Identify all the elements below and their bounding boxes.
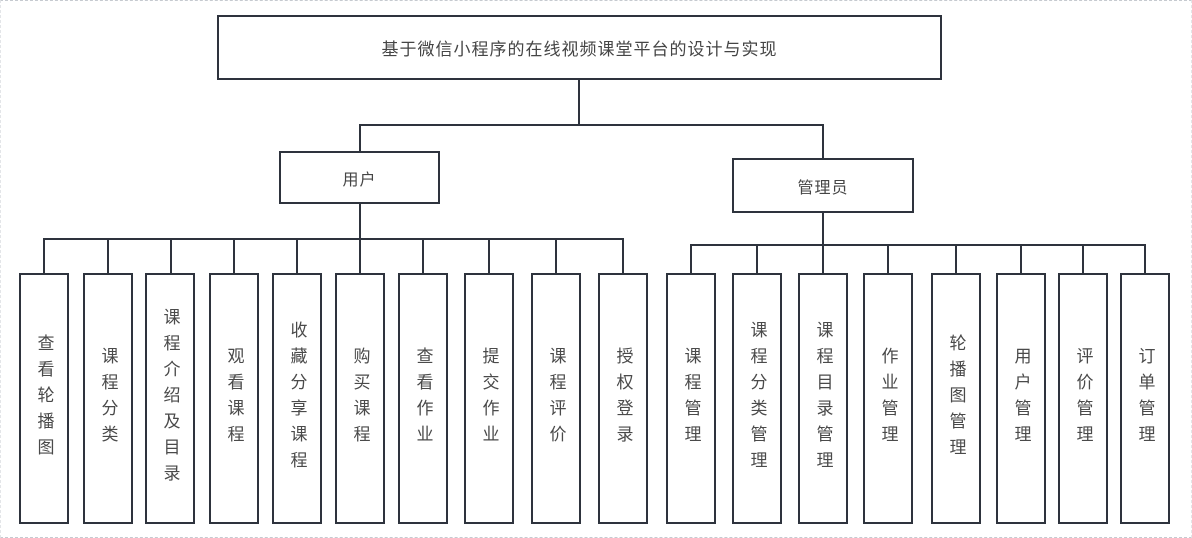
user-branch-label: 用户 [342, 171, 377, 189]
leaf-connector [107, 238, 109, 273]
leaf-connector [422, 238, 424, 273]
node-label: 用户管理 [1011, 346, 1031, 451]
connector-admin-top-stub [822, 124, 824, 158]
leaf-connector [170, 238, 172, 273]
node-course-review: 课程评价 [531, 273, 581, 524]
leaf-connector [1082, 244, 1084, 273]
connector-root-stub [578, 80, 580, 124]
node-course-management: 课程管理 [666, 273, 716, 524]
node-authorized-login: 授权登录 [598, 273, 648, 524]
node-label: 课程介绍及目录 [160, 307, 180, 490]
node-view-carousel: 查看轮播图 [19, 273, 69, 524]
node-carousel-management: 轮播图管理 [931, 273, 981, 524]
connector-user-bus [43, 238, 624, 240]
node-purchase-course: 购买课程 [335, 273, 385, 524]
node-label: 观看课程 [224, 346, 244, 451]
leaf-connector [887, 244, 889, 273]
node-label: 订单管理 [1135, 346, 1155, 451]
leaf-connector [233, 238, 235, 273]
node-label: 授权登录 [613, 346, 633, 451]
node-label: 评价管理 [1073, 346, 1093, 451]
root-title-label: 基于微信小程序的在线视频课堂平台的设计与实现 [381, 40, 778, 59]
node-label: 课程分类管理 [747, 320, 767, 477]
node-label: 课程目录管理 [813, 320, 833, 477]
node-favorite-share-course: 收藏分享课程 [272, 273, 322, 524]
node-order-management: 订单管理 [1120, 273, 1170, 524]
leaf-connector [43, 238, 45, 273]
node-watch-course: 观看课程 [209, 273, 259, 524]
leaf-connector [756, 244, 758, 273]
admin-branch-label: 管理员 [797, 179, 849, 197]
node-label: 提交作业 [479, 346, 499, 451]
node-admin-branch: 管理员 [732, 158, 914, 213]
node-label: 购买课程 [350, 346, 370, 451]
node-course-catalog-management: 课程目录管理 [798, 273, 848, 524]
node-label: 轮播图管理 [946, 333, 966, 464]
node-submit-homework: 提交作业 [464, 273, 514, 524]
node-user-management: 用户管理 [996, 273, 1046, 524]
leaf-connector [955, 244, 957, 273]
node-root-title: 基于微信小程序的在线视频课堂平台的设计与实现 [217, 15, 942, 80]
node-homework-management: 作业管理 [863, 273, 913, 524]
node-review-management: 评价管理 [1058, 273, 1108, 524]
connector-admin-bus [690, 244, 1146, 246]
connector-admin-bottom-stub [822, 213, 824, 244]
leaf-connector [359, 238, 361, 273]
node-course-intro-catalog: 课程介绍及目录 [145, 273, 195, 524]
node-label: 查看轮播图 [34, 333, 54, 464]
leaf-connector [488, 238, 490, 273]
node-label: 课程分类 [98, 346, 118, 451]
node-view-homework: 查看作业 [398, 273, 448, 524]
connector-level1-bus [359, 124, 824, 126]
node-course-category-management: 课程分类管理 [732, 273, 782, 524]
node-label: 查看作业 [413, 346, 433, 451]
leaf-connector [690, 244, 692, 273]
leaf-connector [822, 244, 824, 273]
leaf-connector [296, 238, 298, 273]
node-course-categories: 课程分类 [83, 273, 133, 524]
node-label: 作业管理 [878, 346, 898, 451]
connector-user-bottom-stub [359, 204, 361, 238]
leaf-connector [622, 238, 624, 273]
leaf-connector [1144, 244, 1146, 273]
connector-user-top-stub [359, 124, 361, 151]
leaf-connector [1020, 244, 1022, 273]
node-user-branch: 用户 [279, 151, 440, 204]
node-label: 收藏分享课程 [287, 320, 307, 477]
node-label: 课程评价 [546, 346, 566, 451]
node-label: 课程管理 [681, 346, 701, 451]
leaf-connector [555, 238, 557, 273]
